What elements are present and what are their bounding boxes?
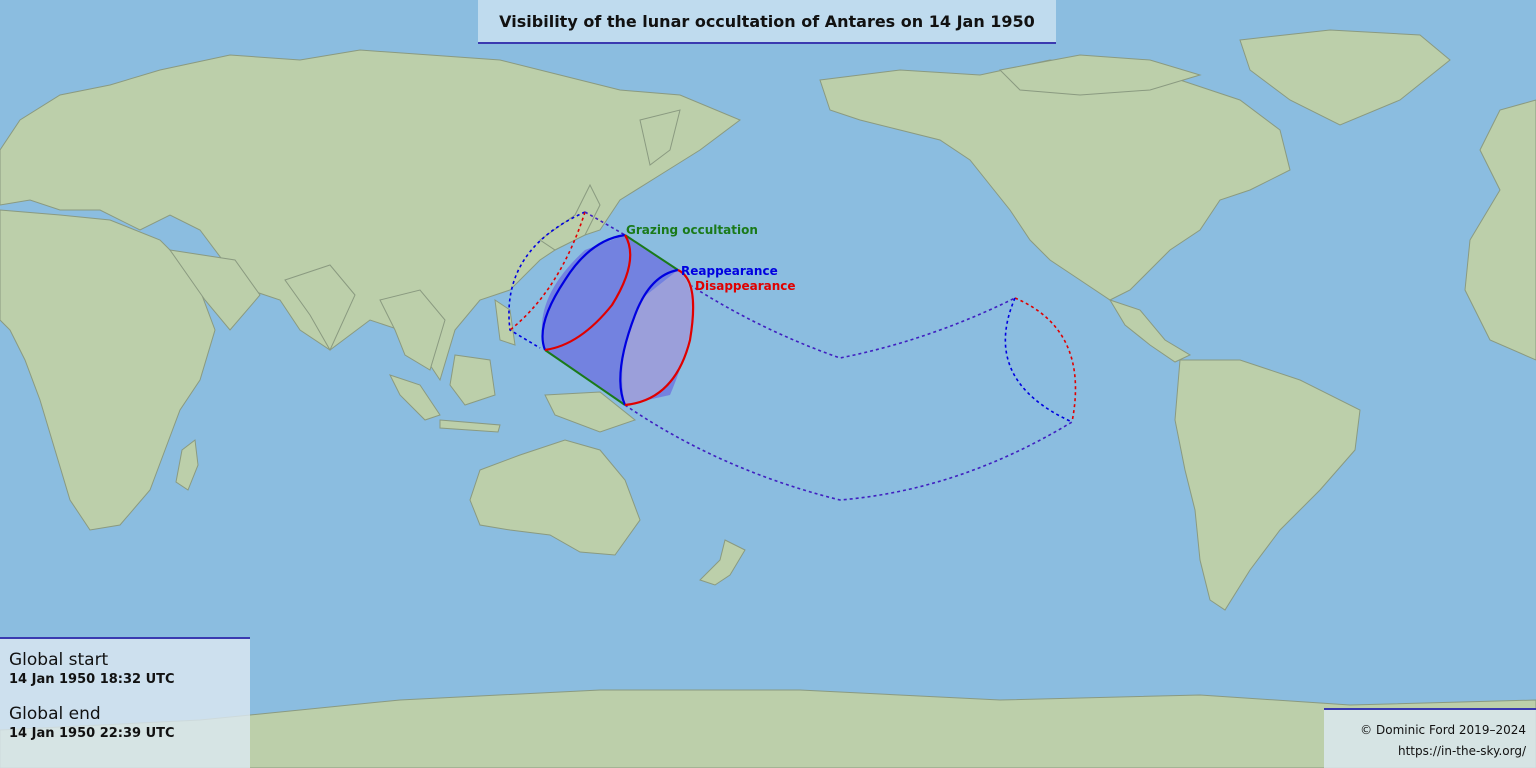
west-disappearance-dotted xyxy=(509,211,586,331)
reappearance-east xyxy=(619,268,679,406)
philippines xyxy=(494,298,516,346)
landmasses xyxy=(0,29,1536,768)
credit-panel: © Dominic Ford 2019–2024 https://in-the-… xyxy=(1324,708,1536,768)
reappearance-west xyxy=(541,233,626,351)
kamchatka xyxy=(639,109,681,166)
new-zealand xyxy=(699,539,746,586)
global-end-label: Global end xyxy=(9,704,101,724)
global-start-label: Global start xyxy=(9,650,109,670)
australia xyxy=(469,439,641,556)
north-limit-dotted xyxy=(689,284,1016,359)
west-reappearance-dotted xyxy=(508,211,586,349)
label-reappearance: Reappearance xyxy=(681,264,778,278)
indochina xyxy=(379,289,446,371)
south-limit-dotted xyxy=(624,404,1073,501)
source-url[interactable]: https://in-the-sky.org/ xyxy=(1397,744,1526,758)
greenland xyxy=(1239,29,1451,126)
west-grazing-dotted xyxy=(584,211,626,236)
global-end-value: 14 Jan 1950 22:39 UTC xyxy=(9,726,175,741)
java xyxy=(439,419,501,433)
grazing-south xyxy=(544,349,626,406)
borneo xyxy=(449,354,496,406)
madagascar xyxy=(175,439,199,491)
arctic-archipelago xyxy=(998,54,1202,96)
occultation-band xyxy=(541,233,696,407)
new-guinea xyxy=(544,391,637,433)
eurasia xyxy=(0,49,741,382)
global-start-value: 14 Jan 1950 18:32 UTC xyxy=(9,672,175,687)
east-reappearance-dotted xyxy=(1004,297,1073,423)
japan xyxy=(539,183,601,251)
map-title: Visibility of the lunar occultation of A… xyxy=(478,0,1056,44)
antarctica xyxy=(0,689,1536,768)
disappearance-east xyxy=(624,268,695,407)
copyright-text: © Dominic Ford 2019–2024 xyxy=(1360,723,1526,737)
grazing-north xyxy=(624,234,679,271)
central-america xyxy=(1108,299,1192,363)
arabia xyxy=(168,249,261,331)
europe-africa-east-edge xyxy=(1464,99,1536,361)
africa xyxy=(0,209,216,531)
disappearance-west xyxy=(544,234,632,352)
india xyxy=(284,264,356,352)
timing-panel: Global start 14 Jan 1950 18:32 UTC Globa… xyxy=(0,637,250,768)
south-america xyxy=(1174,359,1361,611)
sumatra xyxy=(389,374,441,421)
label-disappearance: Disappearance xyxy=(695,279,796,293)
visibility-limits xyxy=(508,211,1077,501)
label-grazing: Grazing occultation xyxy=(626,223,758,237)
